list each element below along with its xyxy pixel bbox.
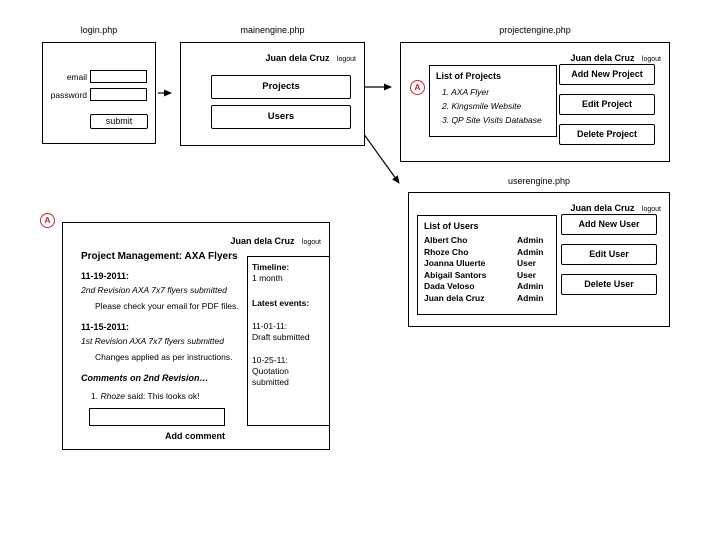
- event-date: 11-01-11:: [252, 321, 288, 331]
- entry-date: 11-19-2011:: [81, 271, 130, 281]
- comment-input[interactable]: [89, 408, 225, 426]
- user-name: Rhoze Cho: [424, 246, 469, 257]
- project-item: 1. AXA Flyer: [442, 87, 490, 97]
- users-button[interactable]: Users: [211, 105, 351, 129]
- user-name: Abigail Santors: [424, 269, 487, 280]
- email-input[interactable]: [90, 70, 147, 83]
- user-role: Admin: [517, 235, 544, 245]
- projectengine-page-frame: Juan dela Cruz logout A List of Projects…: [400, 42, 670, 162]
- session-header: Juan dela Cruz logout: [570, 48, 661, 66]
- users-list-title: List of Users: [424, 221, 479, 231]
- user-name: Joanna Uluerte: [424, 258, 486, 268]
- comment-text: 1. Rhoze said: This looks ok!: [91, 390, 247, 402]
- project-item: 3. QP Site Visits Database: [442, 115, 542, 125]
- logout-link[interactable]: logout: [641, 56, 661, 63]
- user-name: Juan dela Cruz: [424, 292, 485, 303]
- logout-link[interactable]: logout: [336, 56, 356, 63]
- entry-note: Changes applied as per instructions.: [95, 352, 233, 362]
- add-new-project-button[interactable]: Add New Project: [559, 64, 655, 85]
- event-text: Draft submitted: [252, 332, 310, 342]
- timeline-value: 1 month: [252, 273, 283, 283]
- entry-date: 11-15-2011:: [81, 322, 130, 332]
- edit-project-button[interactable]: Edit Project: [559, 94, 655, 115]
- email-label: email: [66, 72, 87, 82]
- logout-link[interactable]: logout: [301, 239, 321, 246]
- user-role: User: [517, 269, 536, 280]
- latest-events-label: Latest events:: [252, 298, 310, 308]
- projects-button[interactable]: Projects: [211, 75, 351, 99]
- entry-note: Please check your email for PDF files.: [95, 301, 239, 311]
- login-page-label: login.php: [80, 25, 118, 35]
- timeline-panel: Timeline: 1 month Latest events: 11-01-1…: [247, 256, 330, 426]
- delete-project-button[interactable]: Delete Project: [559, 124, 655, 145]
- add-comment-button[interactable]: Add comment: [164, 431, 225, 441]
- user-row: Rhoze Cho Admin: [424, 247, 551, 259]
- add-new-user-button[interactable]: Add New User: [561, 214, 657, 235]
- mainengine-page-label: mainengine.php: [240, 25, 305, 35]
- user-name-text: Juan dela Cruz: [570, 53, 635, 63]
- user-row: Joanna Uluerte User: [424, 258, 551, 270]
- submit-button[interactable]: submit: [90, 114, 148, 129]
- entry-revision: 1st Revision AXA 7x7 flyers submitted: [81, 336, 224, 346]
- user-role: Admin: [517, 281, 544, 291]
- annotation-marker-a: A: [410, 80, 425, 95]
- user-row: Albert Cho Admin: [424, 235, 551, 247]
- user-row: Juan dela Cruz Admin: [424, 293, 551, 305]
- entry-revision: 2nd Revision AXA 7x7 flyers submitted: [81, 285, 227, 295]
- annotation-marker-a-detail: A: [40, 213, 55, 228]
- userengine-page-frame: Juan dela Cruz logout List of Users Albe…: [408, 192, 670, 327]
- session-header: Juan dela Cruz logout: [570, 198, 661, 216]
- delete-user-button[interactable]: Delete User: [561, 274, 657, 295]
- userengine-page-label: userengine.php: [507, 176, 571, 186]
- user-role: User: [517, 258, 536, 268]
- password-label: password: [50, 90, 87, 100]
- user-name-text: Juan dela Cruz: [230, 236, 295, 246]
- event-text: Quotation submitted: [252, 366, 289, 387]
- edit-user-button[interactable]: Edit User: [561, 244, 657, 265]
- projects-list-title: List of Projects: [436, 71, 502, 81]
- user-role: Admin: [517, 246, 544, 257]
- comments-heading: Comments on 2nd Revision…: [81, 373, 209, 383]
- project-detail-frame: Juan dela Cruz logout Project Management…: [62, 222, 330, 450]
- user-name-text: Juan dela Cruz: [570, 203, 635, 213]
- project-detail-content: Project Management: AXA Flyers 11-19-201…: [81, 251, 247, 441]
- login-page-frame: email password submit: [42, 42, 156, 144]
- logout-link[interactable]: logout: [641, 206, 661, 213]
- comment-number: 1.: [91, 391, 101, 401]
- projectengine-page-label: projectengine.php: [499, 25, 571, 35]
- timeline-label: Timeline:: [252, 262, 290, 272]
- password-input[interactable]: [90, 88, 147, 101]
- event-date: 10-25-11:: [252, 355, 288, 365]
- mainengine-page-frame: Juan dela Cruz logout Projects Users: [180, 42, 365, 146]
- user-name: Albert Cho: [424, 235, 468, 245]
- users-list-panel: List of Users Albert Cho Admin Rhoze Cho…: [417, 215, 557, 315]
- comment-author: Rhoze: [100, 391, 126, 401]
- user-row: Dada Veloso Admin: [424, 281, 551, 293]
- comment-body: said: This looks ok!: [125, 391, 200, 401]
- project-title: Project Management: AXA Flyers: [81, 251, 238, 262]
- user-role: Admin: [517, 292, 544, 303]
- session-header: Juan dela Cruz logout: [265, 48, 356, 66]
- session-header: Juan dela Cruz logout: [230, 231, 321, 249]
- user-name: Dada Veloso: [424, 281, 475, 291]
- user-name-text: Juan dela Cruz: [265, 53, 330, 63]
- user-row: Abigail Santors User: [424, 270, 551, 282]
- project-item: 2. Kingsmile Website: [442, 101, 522, 111]
- projects-list-panel: List of Projects 1. AXA Flyer 2. Kingsmi…: [429, 65, 557, 137]
